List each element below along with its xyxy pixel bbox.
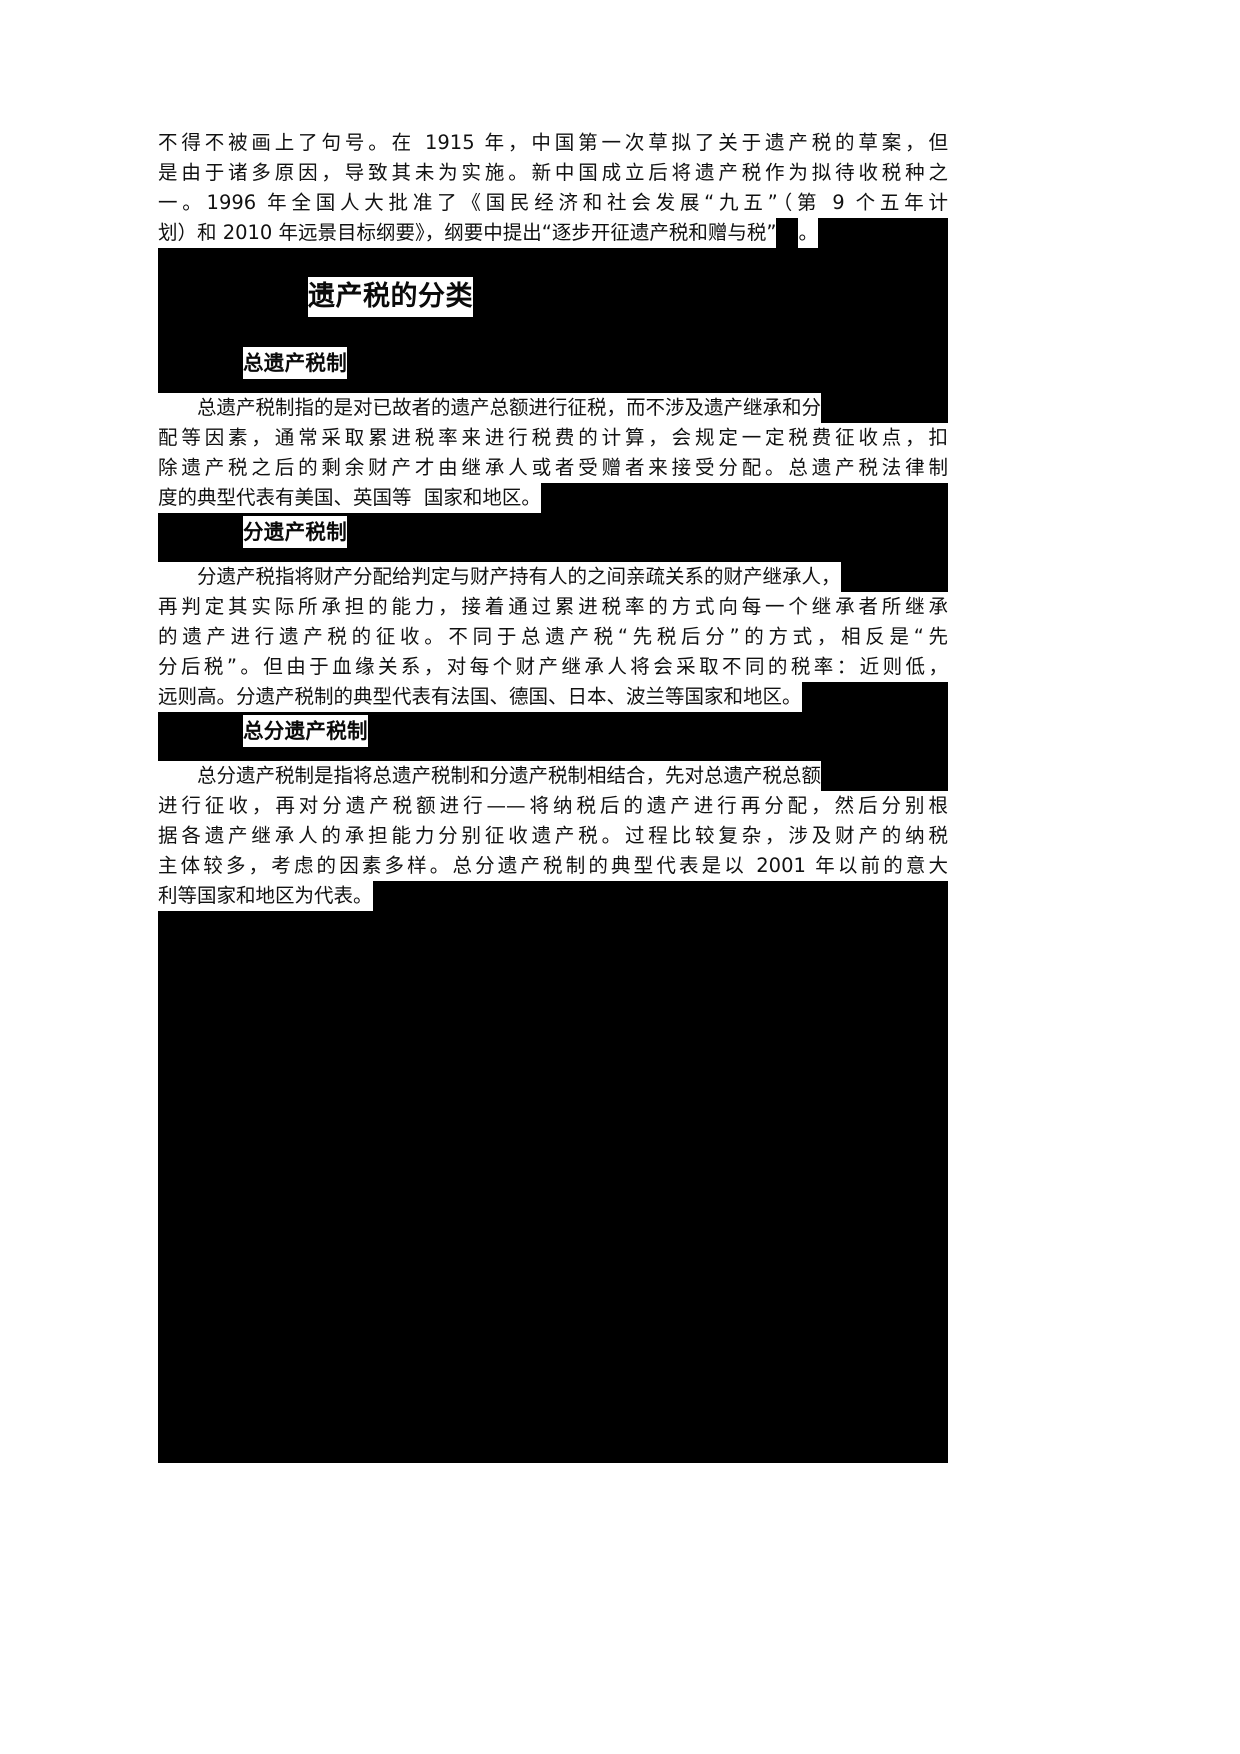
line-text: 分遗产税指将财产分配给判定与财产持有人的之间亲疏关系的财产继承人， [158,562,841,592]
line-text: 据各遗产继承人的承担能力分别征收遗产税。过程比较复杂，涉及财产的纳税 [158,821,948,851]
subsection-heading: 总分遗产税制 [243,714,368,747]
paragraph-line: 分遗产税指将财产分配给判定与财产持有人的之间亲疏关系的财产继承人， [158,562,948,592]
paragraph-line: 据各遗产继承人的承担能力分别征收遗产税。过程比较复杂，涉及财产的纳税 [158,821,948,851]
paragraph-line: 的遗产进行遗产税的征收。不同于总遗产税“先税后分”的方式，相反是“先 [158,622,948,652]
line-trailing-punctuation: 。 [798,218,818,248]
section-spacer [158,318,948,344]
paragraph-line: 再判定其实际所承担的能力，接着通过累进税率的方式向每一个继承者所继承 [158,592,948,622]
line-text: 利等国家和地区为代表。 [158,881,373,911]
subsection-heading: 总遗产税制 [243,346,347,379]
black-gap-artifact [776,218,799,248]
line-text: 是由于诸多原因，导致其未为实施。新中国成立后将遗产税作为拟待收税种之 [158,158,948,188]
line-text: 总分遗产税制是指将总遗产税制和分遗产税制相结合，先对总遗产税总额 [158,761,822,791]
heading-spacer [158,380,948,393]
line-text: 不得不被画上了句号。在 1915 年，中国第一次草拟了关于遗产税的草案，但 [158,128,948,158]
paragraph-line: 除遗产税之后的剩余财产才由继承人或者受赠者来接受分配。总遗产税法律制 [158,453,948,483]
paragraph-line: 总遗产税制指的是对已故者的遗产总额进行征税，而不涉及遗产继承和分 [158,393,948,423]
line-text: 配等因素，通常采取累进税率来进行税费的计算，会规定一定税费征收点，扣 [158,423,948,453]
subsection-heading: 分遗产税制 [243,515,347,548]
line-text: 划）和 2010 年远景目标纲要》，纲要中提出“逐步开征遗产税和赠与税” [158,218,777,248]
paragraph-line: 是由于诸多原因，导致其未为实施。新中国成立后将遗产税作为拟待收税种之 [158,158,948,188]
paragraph-line: 分后税”。但由于血缘关系，对每个财产继承人将会采取不同的税率：近则低， [158,652,948,682]
paragraph-line: 利等国家和地区为代表。 [158,881,948,911]
paragraph-line: 进行征收，再对分遗产税额进行——将纳税后的遗产进行再分配，然后分别根 [158,791,948,821]
heading-spacer [158,748,948,761]
line-text: 再判定其实际所承担的能力，接着通过累进税率的方式向每一个继承者所继承 [158,592,948,622]
line-text: 总遗产税制指的是对已故者的遗产总额进行征税，而不涉及遗产继承和分 [158,393,822,423]
document-content: 不得不被画上了句号。在 1915 年，中国第一次草拟了关于遗产税的草案，但 是由… [158,128,948,911]
subsection-heading-row: 总分遗产税制 [158,712,948,748]
line-text: 的遗产进行遗产税的征收。不同于总遗产税“先税后分”的方式，相反是“先 [158,622,948,652]
paragraph-line: 度的典型代表有美国、英国等 国家和地区。 [158,483,948,513]
line-text: 进行征收，再对分遗产税额进行——将纳税后的遗产进行再分配，然后分别根 [158,791,948,821]
line-text: 度的典型代表有美国、英国等 国家和地区。 [158,483,541,513]
paragraph-line: 划）和 2010 年远景目标纲要》，纲要中提出“逐步开征遗产税和赠与税” 。 [158,218,948,248]
paragraph-line: 一。1996 年全国人大批准了《国民经济和社会发展“九五”（第 9 个五年计 [158,188,948,218]
paragraph-line: 主体较多，考虑的因素多样。总分遗产税制的典型代表是以 2001 年以前的意大 [158,851,948,881]
line-text: 一。1996 年全国人大批准了《国民经济和社会发展“九五”（第 9 个五年计 [158,188,948,218]
line-text: 远则高。分遗产税制的典型代表有法国、德国、日本、波兰等国家和地区。 [158,682,802,712]
line-text: 除遗产税之后的剩余财产才由继承人或者受赠者来接受分配。总遗产税法律制 [158,453,948,483]
section-spacer [158,248,948,274]
subsection-heading-row: 总遗产税制 [158,344,948,380]
section-title-row: 遗产税的分类 [158,274,948,318]
paragraph-line: 配等因素，通常采取累进税率来进行税费的计算，会规定一定税费征收点，扣 [158,423,948,453]
paragraph-line: 总分遗产税制是指将总遗产税制和分遗产税制相结合，先对总遗产税总额 [158,761,948,791]
paragraph-line: 远则高。分遗产税制的典型代表有法国、德国、日本、波兰等国家和地区。 [158,682,948,712]
paragraph-line: 不得不被画上了句号。在 1915 年，中国第一次草拟了关于遗产税的草案，但 [158,128,948,158]
subsection-heading-row: 分遗产税制 [158,513,948,549]
line-text: 主体较多，考虑的因素多样。总分遗产税制的典型代表是以 2001 年以前的意大 [158,851,948,881]
heading-spacer [158,549,948,562]
page-title: 遗产税的分类 [308,276,473,317]
line-text: 分后税”。但由于血缘关系，对每个财产继承人将会采取不同的税率：近则低， [158,652,948,682]
